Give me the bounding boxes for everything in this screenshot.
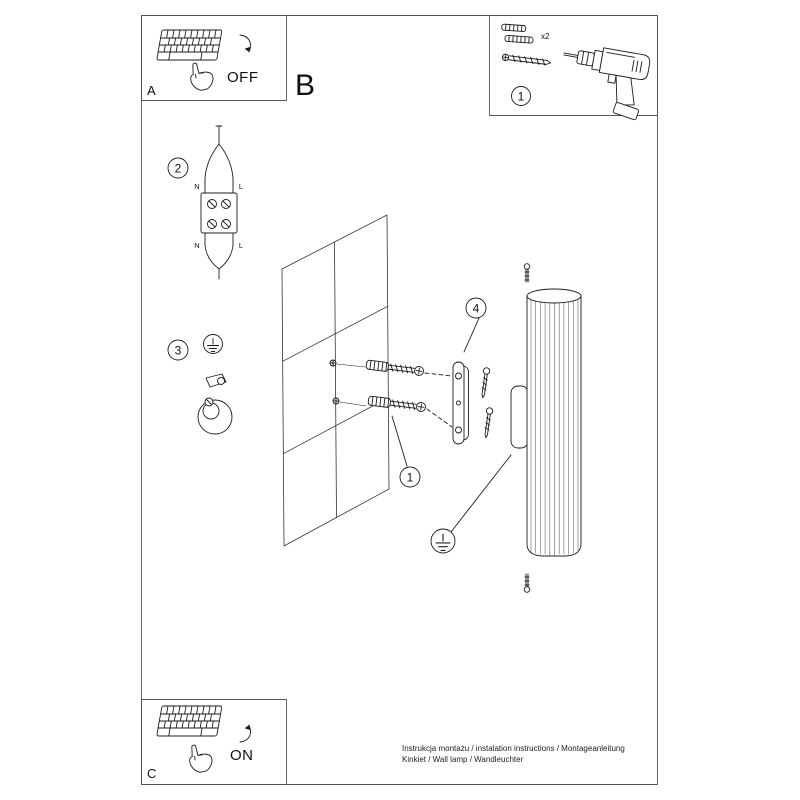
switch-panel-icon [156, 29, 223, 61]
lamp-screw-bottom [523, 573, 531, 593]
footer-line-1: Instrukcja montażu / instalation instruc… [402, 744, 625, 753]
lamp-backplate [510, 385, 529, 449]
wall-panels [281, 214, 390, 547]
step-4-badge [465, 297, 487, 319]
step-3-badge [167, 339, 189, 361]
step-1-badge [511, 86, 531, 106]
wire-n-top-label: N [194, 182, 199, 191]
plug-count-label: x2 [541, 32, 550, 41]
wire-l-top-label: L [239, 182, 243, 191]
on-label: ON [230, 747, 254, 764]
wiring-diagram [167, 125, 238, 280]
parts-box-border [489, 15, 658, 116]
box-a-border [141, 15, 287, 101]
step-3-number: 3 [175, 344, 182, 358]
guide-line-bottom [426, 408, 453, 428]
flip-down-arrow-icon [239, 34, 252, 53]
outer-frame [141, 15, 658, 785]
canopy-diagram [167, 334, 233, 435]
step-4-number: 4 [473, 302, 480, 316]
mounting-screw-icon [501, 53, 552, 66]
step-4-leader [463, 317, 480, 353]
pointing-hand-icon [187, 59, 216, 93]
flip-up-arrow-icon [239, 724, 252, 743]
wire-l-bottom-label: L [239, 241, 243, 250]
step-1-wall-number: 1 [407, 471, 414, 485]
footer-line-2: Kinkiet / Wall lamp / Wandleuchter [402, 755, 524, 764]
guide-line-top [424, 372, 453, 377]
section-b-label: B [295, 69, 315, 102]
box-c-border [141, 699, 287, 785]
section-a-label: A [147, 83, 156, 98]
lamp-body [526, 288, 582, 557]
step-2-badge [167, 157, 189, 179]
off-label: OFF [227, 69, 259, 86]
lamp-fix-screw-b [484, 407, 494, 439]
parts-box [501, 23, 651, 121]
section-c-label: C [147, 766, 156, 781]
ground-symbol-small [203, 334, 223, 354]
switch-panel-icon-c [156, 705, 223, 737]
ground-leader [450, 454, 512, 533]
lamp-fix-screw-a [481, 367, 491, 399]
canopy-icon [197, 373, 233, 435]
step-1-wall-badge [399, 466, 421, 488]
wall-drill-holes [329, 359, 367, 407]
step-1-wall-leader [391, 415, 408, 467]
step-2-number: 2 [175, 162, 182, 176]
pointing-hand-icon-c [186, 741, 215, 775]
wire-n-bottom-label: N [194, 241, 199, 250]
terminal-block-icon [200, 192, 238, 234]
step-1-number: 1 [518, 90, 525, 104]
wall-plugs-icon [501, 23, 534, 44]
drill-icon [563, 47, 651, 121]
lamp-screw-top [523, 263, 531, 283]
ground-symbol-large [430, 528, 456, 554]
mounting-bracket [452, 361, 469, 445]
